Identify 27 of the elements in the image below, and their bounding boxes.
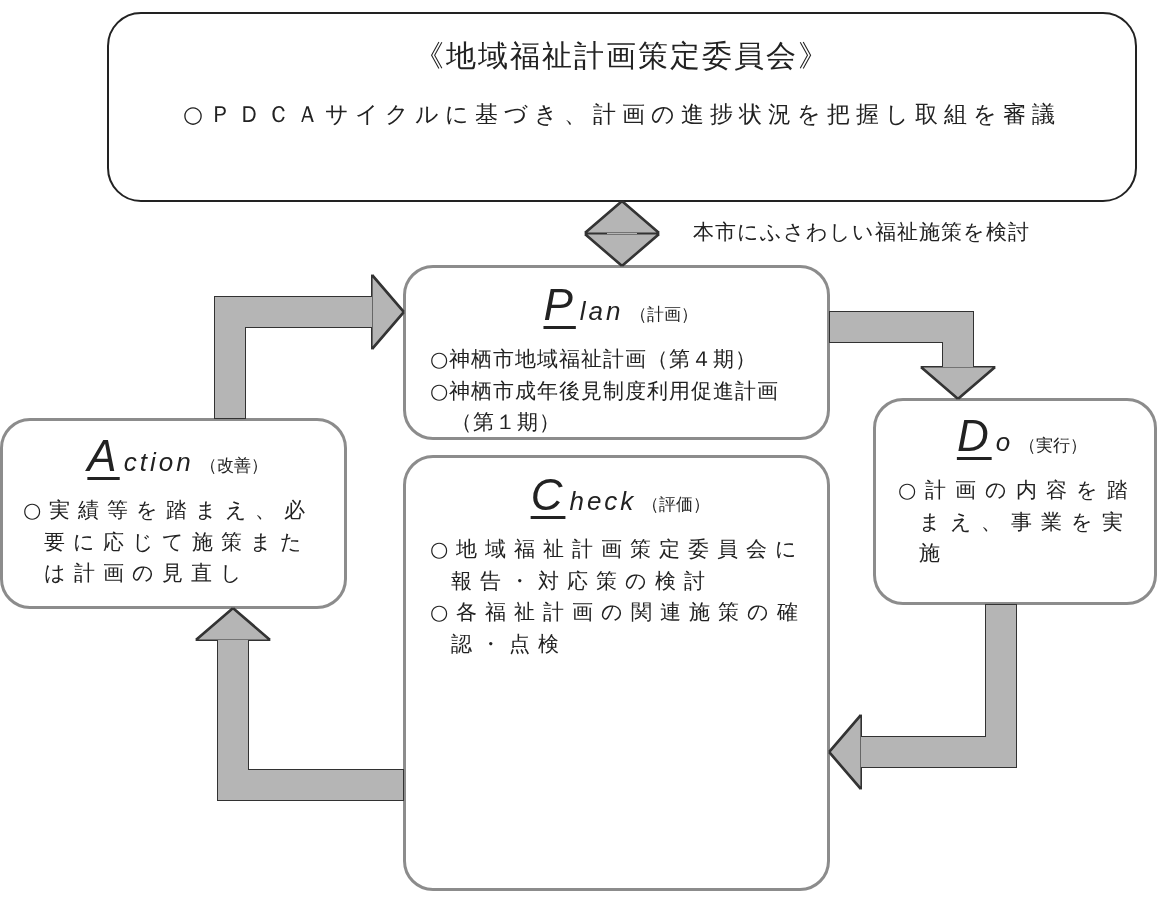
block-arrow bbox=[830, 312, 995, 399]
block-arrow bbox=[215, 275, 404, 418]
edge-label: 本市にふさわしい福祉施策を検討 bbox=[693, 218, 1030, 246]
bullet-text: ○実績等を踏まえ、必要に応じて施策または計画の見直し bbox=[23, 497, 315, 587]
block-arrow bbox=[585, 201, 659, 266]
bullet-text: ○各福祉計画の関連施策の確認・点検 bbox=[430, 599, 808, 658]
phase-box bbox=[0, 418, 347, 609]
phase-subtitle: （実行） bbox=[1019, 434, 1088, 457]
phase-box bbox=[873, 398, 1157, 605]
phase-box bbox=[403, 265, 830, 440]
phase-subtitle: （評価） bbox=[642, 493, 711, 516]
phase-subtitle: （改善） bbox=[199, 454, 268, 477]
bullet-text: ○神栖市成年後見制度利用促進計画（第１期） bbox=[430, 377, 781, 436]
box-text: ○ＰＤＣＡサイクルに基づき、計画の進捗状況を把握し取組を審議 bbox=[181, 100, 1063, 129]
phase-title: Do bbox=[956, 411, 1014, 461]
phase-title: Plan bbox=[543, 280, 624, 330]
phase-title: Check bbox=[530, 470, 637, 520]
phase-title: Action bbox=[87, 431, 194, 481]
block-arrow bbox=[829, 605, 1016, 789]
box-title: 《地域福祉計画策定委員会》 bbox=[413, 37, 831, 75]
phase-subtitle: （計画） bbox=[629, 303, 698, 326]
bullet-text: ○計画の内容を踏まえ、事業を実施 bbox=[898, 477, 1139, 567]
committee-box bbox=[107, 12, 1137, 202]
bullet-text: ○地域福祉計画策定委員会に報告・対応策の検討 bbox=[430, 536, 807, 595]
block-arrow bbox=[196, 608, 403, 800]
phase-box bbox=[403, 455, 830, 891]
bullet-text: ○神栖市地域福祉計画（第４期） bbox=[430, 346, 759, 373]
